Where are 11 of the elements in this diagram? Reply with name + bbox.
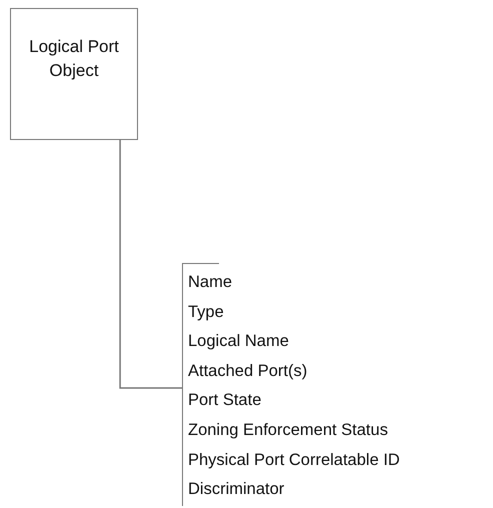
attribute-name: Attached Port(s) xyxy=(188,360,308,381)
object-box xyxy=(10,8,138,140)
attribute-name: Physical Port Correlatable ID xyxy=(188,450,400,470)
attribute-name: Type xyxy=(188,302,224,322)
attribute-name: Zoning Enforcement Status xyxy=(188,420,388,440)
attribute-name: Discriminator xyxy=(188,479,284,500)
connector-line xyxy=(119,140,182,389)
attribute-name: Logical Name xyxy=(188,331,289,352)
attribute-name: Name xyxy=(188,272,232,292)
attribute-name: Port State xyxy=(188,390,262,410)
box-title: Logical Port Object xyxy=(28,36,120,82)
